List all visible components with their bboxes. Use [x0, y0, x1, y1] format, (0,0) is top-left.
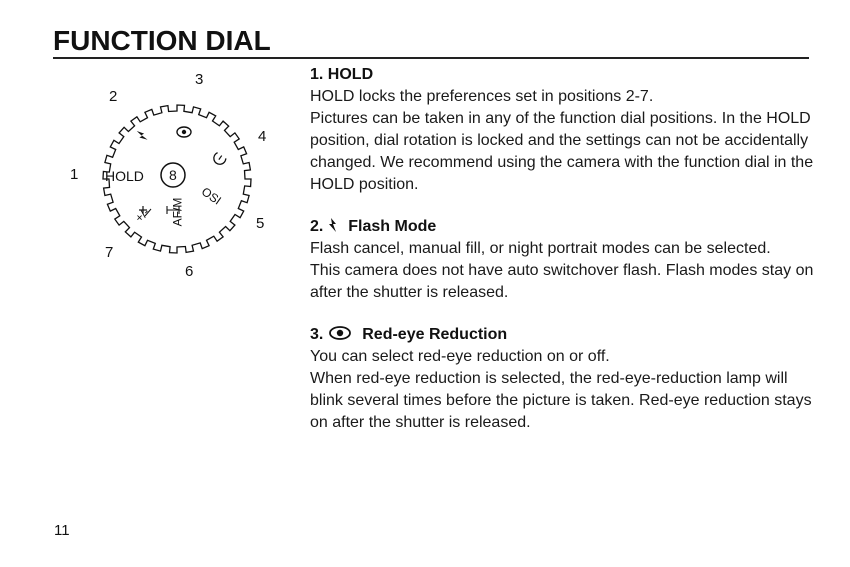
- section-paragraph: When red-eye reduction is selected, the …: [310, 370, 812, 431]
- section-flash-mode: 2. Flash Mode Flash cancel, manual fill,…: [310, 216, 815, 304]
- section-paragraph: You can select red-eye reduction on or o…: [310, 348, 610, 365]
- function-dial-descriptions: 1. HOLD HOLD locks the preferences set i…: [310, 64, 815, 454]
- section-paragraph: This camera does not have auto switchove…: [310, 262, 814, 301]
- section-heading: 1. HOLD: [310, 64, 815, 86]
- section-number: 1.: [310, 66, 324, 83]
- dial-af-bracket-icon: [166, 206, 180, 214]
- dial-center-number: 8: [169, 167, 177, 183]
- function-dial-illustration: 3 2 4 1 5 7 6 HOLD 8 OSI AF/M +/-: [55, 62, 295, 292]
- dial-teeth-outline: [102, 104, 252, 254]
- dial-position-1: 1: [70, 166, 79, 183]
- dial-af-mf-mark: AF/M: [170, 197, 185, 227]
- dial-position-6: 6: [185, 263, 194, 280]
- dial-knurled-edge: [102, 104, 252, 254]
- dial-position-5: 5: [256, 215, 265, 232]
- dial-hold-label: HOLD: [105, 168, 144, 184]
- dial-flash-icon: [136, 130, 148, 140]
- red-eye-icon: [328, 324, 352, 346]
- flash-icon: [328, 216, 338, 238]
- dial-exposure-comp-icon: [139, 206, 152, 217]
- dial-position-7: 7: [105, 244, 114, 261]
- center-number-ring: [160, 162, 186, 188]
- section-number: 2.: [310, 218, 324, 235]
- section-title: Red-eye Reduction: [362, 326, 508, 343]
- section-number: 3.: [310, 326, 324, 343]
- section-heading: 3. Red-eye Reduction: [310, 324, 815, 346]
- section-paragraph: HOLD locks the preferences set in positi…: [310, 88, 654, 105]
- section-paragraph: Flash cancel, manual fill, or night port…: [310, 240, 771, 257]
- title-underline: [53, 57, 809, 59]
- page-title: FUNCTION DIAL: [53, 25, 271, 56]
- section-paragraph: Pictures can be taken in any of the func…: [310, 110, 814, 193]
- dial-position-3: 3: [195, 71, 204, 88]
- section-hold: 1. HOLD HOLD locks the preferences set i…: [310, 64, 815, 196]
- section-red-eye-reduction: 3. Red-eye Reduction You can select red-…: [310, 324, 815, 434]
- dial-red-eye-icon: [176, 126, 192, 138]
- section-title: HOLD: [327, 66, 374, 83]
- page-number: 11: [54, 522, 70, 539]
- section-title: Flash Mode: [348, 218, 437, 235]
- dial-position-4: 4: [258, 128, 267, 145]
- dial-drawing: [102, 104, 252, 254]
- dial-position-2: 2: [109, 88, 118, 105]
- dial-mode-icon: [213, 152, 227, 165]
- section-heading: 2. Flash Mode: [310, 216, 815, 238]
